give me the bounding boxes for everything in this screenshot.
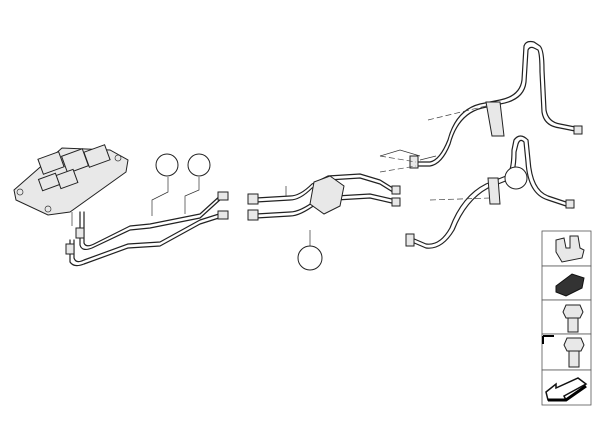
callout-4[interactable] — [504, 166, 528, 190]
legend-panel — [541, 230, 592, 406]
right-pipe-assembly — [379, 40, 583, 249]
bolt-icon — [562, 304, 584, 333]
bolt-icon — [563, 337, 585, 368]
left-pipe-assembly — [65, 177, 229, 267]
callout-3[interactable] — [297, 245, 323, 271]
valve-block-part — [13, 144, 129, 216]
callout-2[interactable] — [187, 153, 211, 177]
callout-1[interactable] — [155, 153, 179, 177]
grommet-icon — [555, 273, 585, 297]
clip-icon — [555, 235, 585, 263]
center-pipe-assembly — [247, 173, 401, 246]
